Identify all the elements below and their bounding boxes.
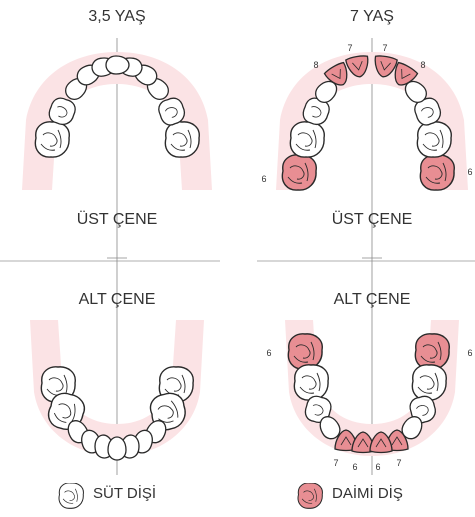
permanent-tooth xyxy=(415,334,449,369)
age-title-right: 7 YAŞ xyxy=(350,8,394,26)
tooth-number: 7 xyxy=(396,458,401,468)
primary-tooth xyxy=(106,56,129,74)
tooth-number: 6 xyxy=(266,348,271,358)
primary-tooth xyxy=(108,437,126,460)
jaw-label-lower-left: ALT ÇENE xyxy=(79,291,156,309)
jaw-label-upper-right: ÜST ÇENE xyxy=(332,211,413,229)
primary-tooth xyxy=(412,365,446,400)
tooth-number: 6 xyxy=(261,174,266,184)
primary-tooth xyxy=(294,365,328,400)
primary-tooth xyxy=(290,122,324,157)
age-title-left: 3,5 YAŞ xyxy=(88,8,145,26)
legend-primary-label: SÜT DİŞİ xyxy=(93,485,156,502)
tooth-number: 8 xyxy=(420,60,425,70)
tooth-number: 6 xyxy=(352,462,357,472)
tooth-number: 6 xyxy=(467,348,472,358)
primary-tooth xyxy=(165,122,199,157)
jaw-label-upper-left: ÜST ÇENE xyxy=(77,211,158,229)
tooth-number: 8 xyxy=(313,60,318,70)
permanent-tooth xyxy=(288,334,322,369)
permanent-tooth xyxy=(282,155,316,190)
legend-permanent-label: DAİMİ DİŞ xyxy=(332,485,403,502)
tooth-number: 6 xyxy=(375,462,380,472)
tooth-number: 7 xyxy=(347,43,352,53)
jaw-label-lower-right: ALT ÇENE xyxy=(334,291,411,309)
primary-tooth xyxy=(35,122,69,157)
tooth-number: 7 xyxy=(333,458,338,468)
permanent-tooth-icon xyxy=(296,483,324,509)
permanent-tooth xyxy=(420,155,454,190)
primary-tooth-icon xyxy=(57,483,85,509)
tooth-number: 6 xyxy=(467,167,472,177)
primary-tooth xyxy=(417,122,451,157)
tooth-number: 7 xyxy=(382,43,387,53)
